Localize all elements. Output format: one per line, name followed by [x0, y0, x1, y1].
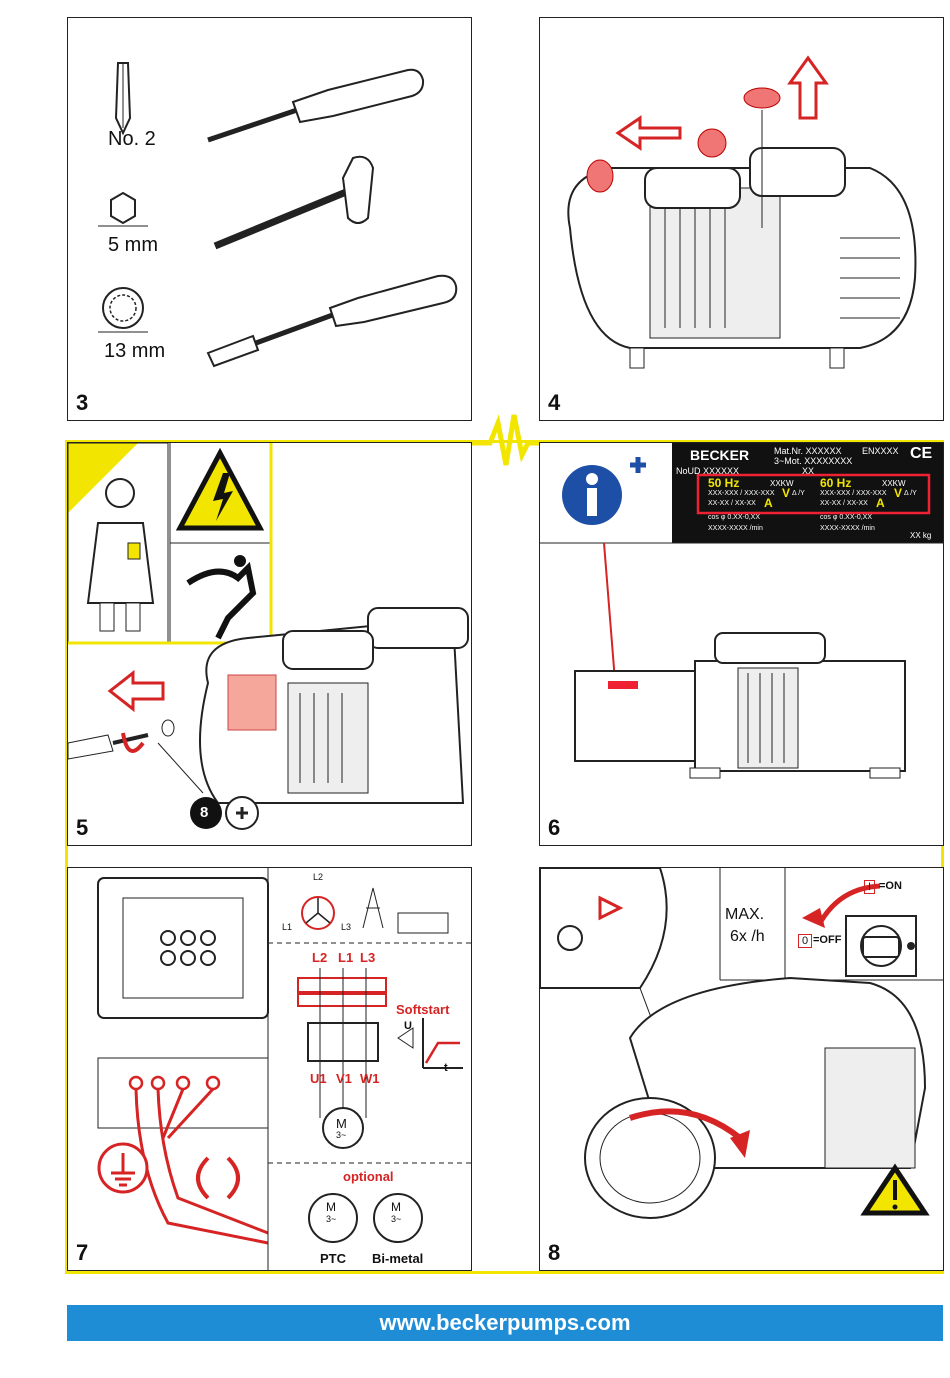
plate-dy-1: Δ /Y [792, 490, 805, 497]
plate-rpm-1: XXXX-XXXX /min [708, 525, 763, 532]
label-l3: L3 [360, 950, 376, 965]
step-number: 7 [76, 1240, 89, 1265]
max-label: MAX. [725, 906, 765, 923]
axis-t: t [444, 1062, 448, 1074]
tool-label-hex: 5 mm [108, 234, 158, 256]
plate-nou: NoUD XXXXXX [676, 466, 740, 476]
plate-kg: XX kg [910, 531, 932, 540]
plate-xx: XX [802, 466, 815, 476]
screw-size-label: 8 [200, 804, 209, 821]
yellow-frame [65, 440, 944, 1274]
plate-ce: CE [910, 445, 933, 462]
zigzag-icon [470, 414, 542, 466]
axis-u: U [404, 1020, 412, 1032]
phase-l3: L3 [341, 922, 352, 932]
label-u1: U1 [310, 1071, 327, 1086]
tool-label-socket: 13 mm [104, 340, 166, 362]
step-number: 3 [76, 390, 89, 415]
panel-3: No. 2 5 mm 13 mm 3 [67, 17, 472, 421]
phase-l2: L2 [313, 872, 324, 882]
bimetal-motor-3: 3~ [391, 1214, 402, 1224]
on-label: =ON [879, 880, 902, 892]
wiring-diagram [97, 868, 471, 1270]
bimetal-label: Bi-metal [372, 1251, 424, 1266]
plate-volt-2: XXX-XXX / XXX-XXX [820, 490, 887, 497]
plate-kw-2: XXKW [882, 479, 906, 488]
ptc-motor-m: M [326, 1200, 336, 1214]
label-l1: L1 [338, 950, 354, 965]
label-w1: W1 [360, 1071, 380, 1086]
plate-cos-1: cos φ 0.XX-0,XX [708, 514, 761, 521]
plate-mot: 3~Mot. XXXXXXXX [774, 456, 853, 466]
softstart-label: Softstart [396, 1002, 450, 1017]
plate-hz60: 60 Hz [820, 476, 852, 490]
website-banner[interactable]: www.beckerpumps.com [67, 1305, 943, 1341]
step-number: 5 [76, 815, 89, 840]
plate-volt-1: XXX-XXX / XXX-XXX [708, 490, 775, 497]
electrician-warning-illustration [68, 443, 469, 830]
off-box: 0 [798, 934, 813, 948]
plate-rpm-2: XXXX-XXXX /min [820, 525, 875, 532]
ptc-motor-3: 3~ [326, 1214, 337, 1224]
plate-dy-2: Δ /Y [904, 490, 917, 497]
panel-5: 8 5 [67, 442, 472, 846]
step-number: 6 [548, 815, 561, 840]
plate-v-1: V [782, 486, 791, 500]
nameplate-illustration [540, 443, 943, 779]
panel-7: L2 L1 L3 L2 L1 L3 Softstart U t U1 V1 W1… [67, 867, 472, 1271]
plate-v-2: V [894, 486, 903, 500]
step-number: 8 [548, 1240, 561, 1265]
label-l2: L2 [312, 950, 328, 965]
plate-kw-1: XXKW [770, 479, 794, 488]
phase-l1: L1 [282, 922, 293, 932]
motor-3phase: 3~ [336, 1130, 347, 1140]
plate-cos-2: cos φ 0.XX-0,XX [820, 514, 873, 521]
plate-a-1: A [764, 496, 773, 510]
label-v1: V1 [336, 1071, 352, 1086]
plate-en: ENXXXX [862, 446, 899, 456]
optional-label: optional [343, 1169, 394, 1184]
plate-amp-2: XX-XX / XX-XX [820, 500, 868, 507]
panel-6: BECKER Mat.Nr. XXXXXX ENXXXX CE 3~Mot. X… [539, 442, 944, 846]
ptc-label: PTC [320, 1251, 346, 1266]
rotation-switch-illustration [540, 868, 943, 1219]
tools-illustration [98, 62, 458, 368]
on-box: I [864, 880, 876, 894]
plate-amp-1: XX-XX / XX-XX [708, 500, 756, 507]
pump-caps-illustration [567, 55, 917, 369]
plate-hz50: 50 Hz [708, 476, 740, 490]
tool-label-bit: No. 2 [108, 128, 156, 150]
panel-4: 4 [539, 17, 944, 421]
panel-8: MAX. 6x /h I =ON 0 =OFF 8 [539, 867, 944, 1271]
plate-brand: BECKER [690, 447, 750, 463]
frequency-label: 6x /h [730, 928, 765, 945]
motor-m: M [336, 1116, 347, 1131]
plate-a-2: A [876, 496, 885, 510]
website-url[interactable]: www.beckerpumps.com [379, 1310, 631, 1335]
step-number: 4 [548, 390, 561, 415]
plate-mat: Mat.Nr. XXXXXX [774, 446, 842, 456]
off-label: =OFF [813, 934, 842, 946]
bimetal-motor-m: M [391, 1200, 401, 1214]
